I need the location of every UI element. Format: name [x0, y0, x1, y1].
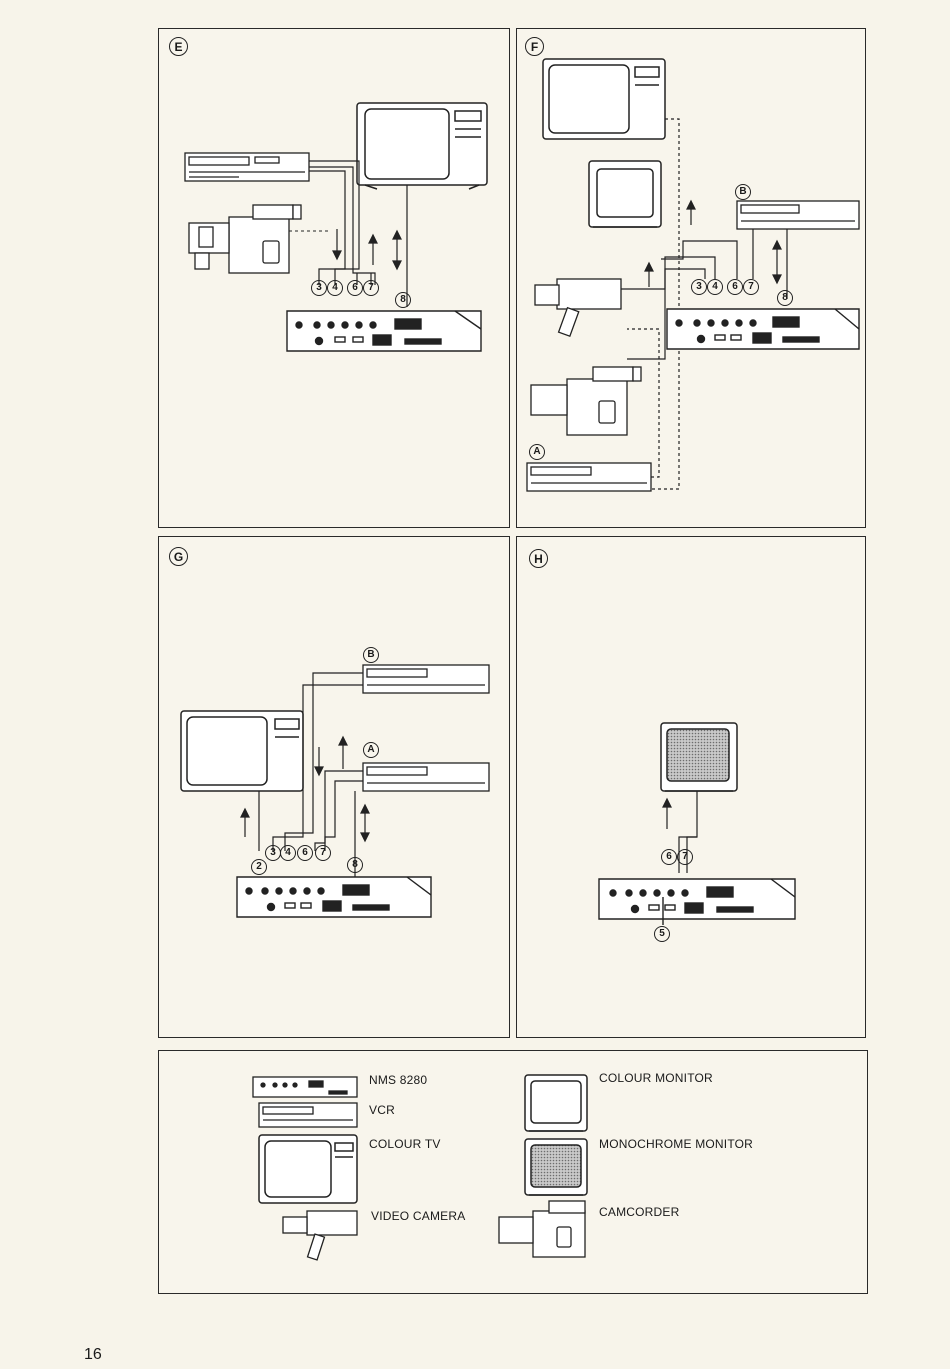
- legend-monochrome-monitor-label: MONOCHROME MONITOR: [599, 1137, 753, 1151]
- port-4-label: 4: [280, 845, 296, 861]
- port-7-label: 7: [363, 280, 379, 296]
- colour-tv-icon: [543, 59, 665, 139]
- port-7-label: 7: [677, 849, 693, 865]
- vcr-a-icon: [527, 463, 651, 491]
- port-6-label: 6: [297, 845, 313, 861]
- vcr-icon: [185, 153, 309, 181]
- port-4-label: 4: [707, 279, 723, 295]
- legend-vcr-label: VCR: [369, 1103, 395, 1117]
- camcorder-icon: [189, 205, 301, 273]
- port-3-label: 3: [311, 280, 327, 296]
- colour-tv-icon: [357, 103, 487, 189]
- monochrome-monitor-icon: [525, 1139, 587, 1195]
- port-3-label: 3: [691, 279, 707, 295]
- port-8-label: 8: [777, 290, 793, 306]
- legend-colour-tv-label: COLOUR TV: [369, 1137, 441, 1151]
- port-7-label: 7: [743, 279, 759, 295]
- port-8-label: 8: [395, 292, 411, 308]
- vcr-b-icon: [363, 665, 489, 693]
- device-a-label: A: [529, 444, 545, 460]
- video-camera-icon: [283, 1211, 357, 1260]
- panel-f: F: [516, 28, 866, 528]
- port-6-label: 6: [661, 849, 677, 865]
- legend-video-camera-label: VIDEO CAMERA: [371, 1209, 465, 1223]
- port-5-label: 5: [654, 926, 670, 942]
- legend-camcorder-label: CAMCORDER: [599, 1205, 679, 1219]
- legend-panel: NMS 8280 VCR COLOUR TV VIDEO CAMERA COLO…: [158, 1050, 868, 1294]
- nms-8280-icon: [599, 879, 795, 925]
- video-camera-icon: [535, 279, 621, 336]
- nms-8280-icon: [667, 309, 859, 349]
- legend-colour-monitor-label: COLOUR MONITOR: [599, 1071, 713, 1085]
- port-8-label: 8: [347, 857, 363, 873]
- nms-8280-icon: [287, 311, 481, 351]
- vcr-b-icon: [737, 201, 859, 229]
- port-7-label: 7: [315, 845, 331, 861]
- device-a-label: A: [363, 742, 379, 758]
- device-b-label: B: [363, 647, 379, 663]
- camcorder-icon: [499, 1201, 585, 1257]
- camcorder-icon: [531, 367, 641, 435]
- panel-h: H: [516, 536, 866, 1038]
- nms-8280-icon: [253, 1077, 357, 1097]
- port-4-label: 4: [327, 280, 343, 296]
- panel-g: G: [158, 536, 510, 1038]
- colour-monitor-icon: [525, 1075, 587, 1131]
- nms-8280-icon: [237, 877, 431, 917]
- port-6-label: 6: [347, 280, 363, 296]
- panel-h-diagram: [517, 537, 867, 1039]
- colour-tv-icon: [181, 711, 303, 791]
- device-b-label: B: [735, 184, 751, 200]
- vcr-icon: [259, 1103, 357, 1127]
- legend-icons: [159, 1051, 869, 1295]
- port-3-label: 3: [265, 845, 281, 861]
- panel-e: E: [158, 28, 510, 528]
- page-number: 16: [84, 1346, 102, 1364]
- panel-g-diagram: [159, 537, 511, 1039]
- colour-tv-icon: [259, 1135, 357, 1203]
- monochrome-monitor-icon: [661, 723, 737, 791]
- vcr-a-icon: [363, 763, 489, 791]
- legend-nms-label: NMS 8280: [369, 1073, 427, 1087]
- panel-e-diagram: [159, 29, 511, 529]
- port-6-label: 6: [727, 279, 743, 295]
- colour-monitor-icon: [589, 161, 661, 227]
- port-2-label: 2: [251, 859, 267, 875]
